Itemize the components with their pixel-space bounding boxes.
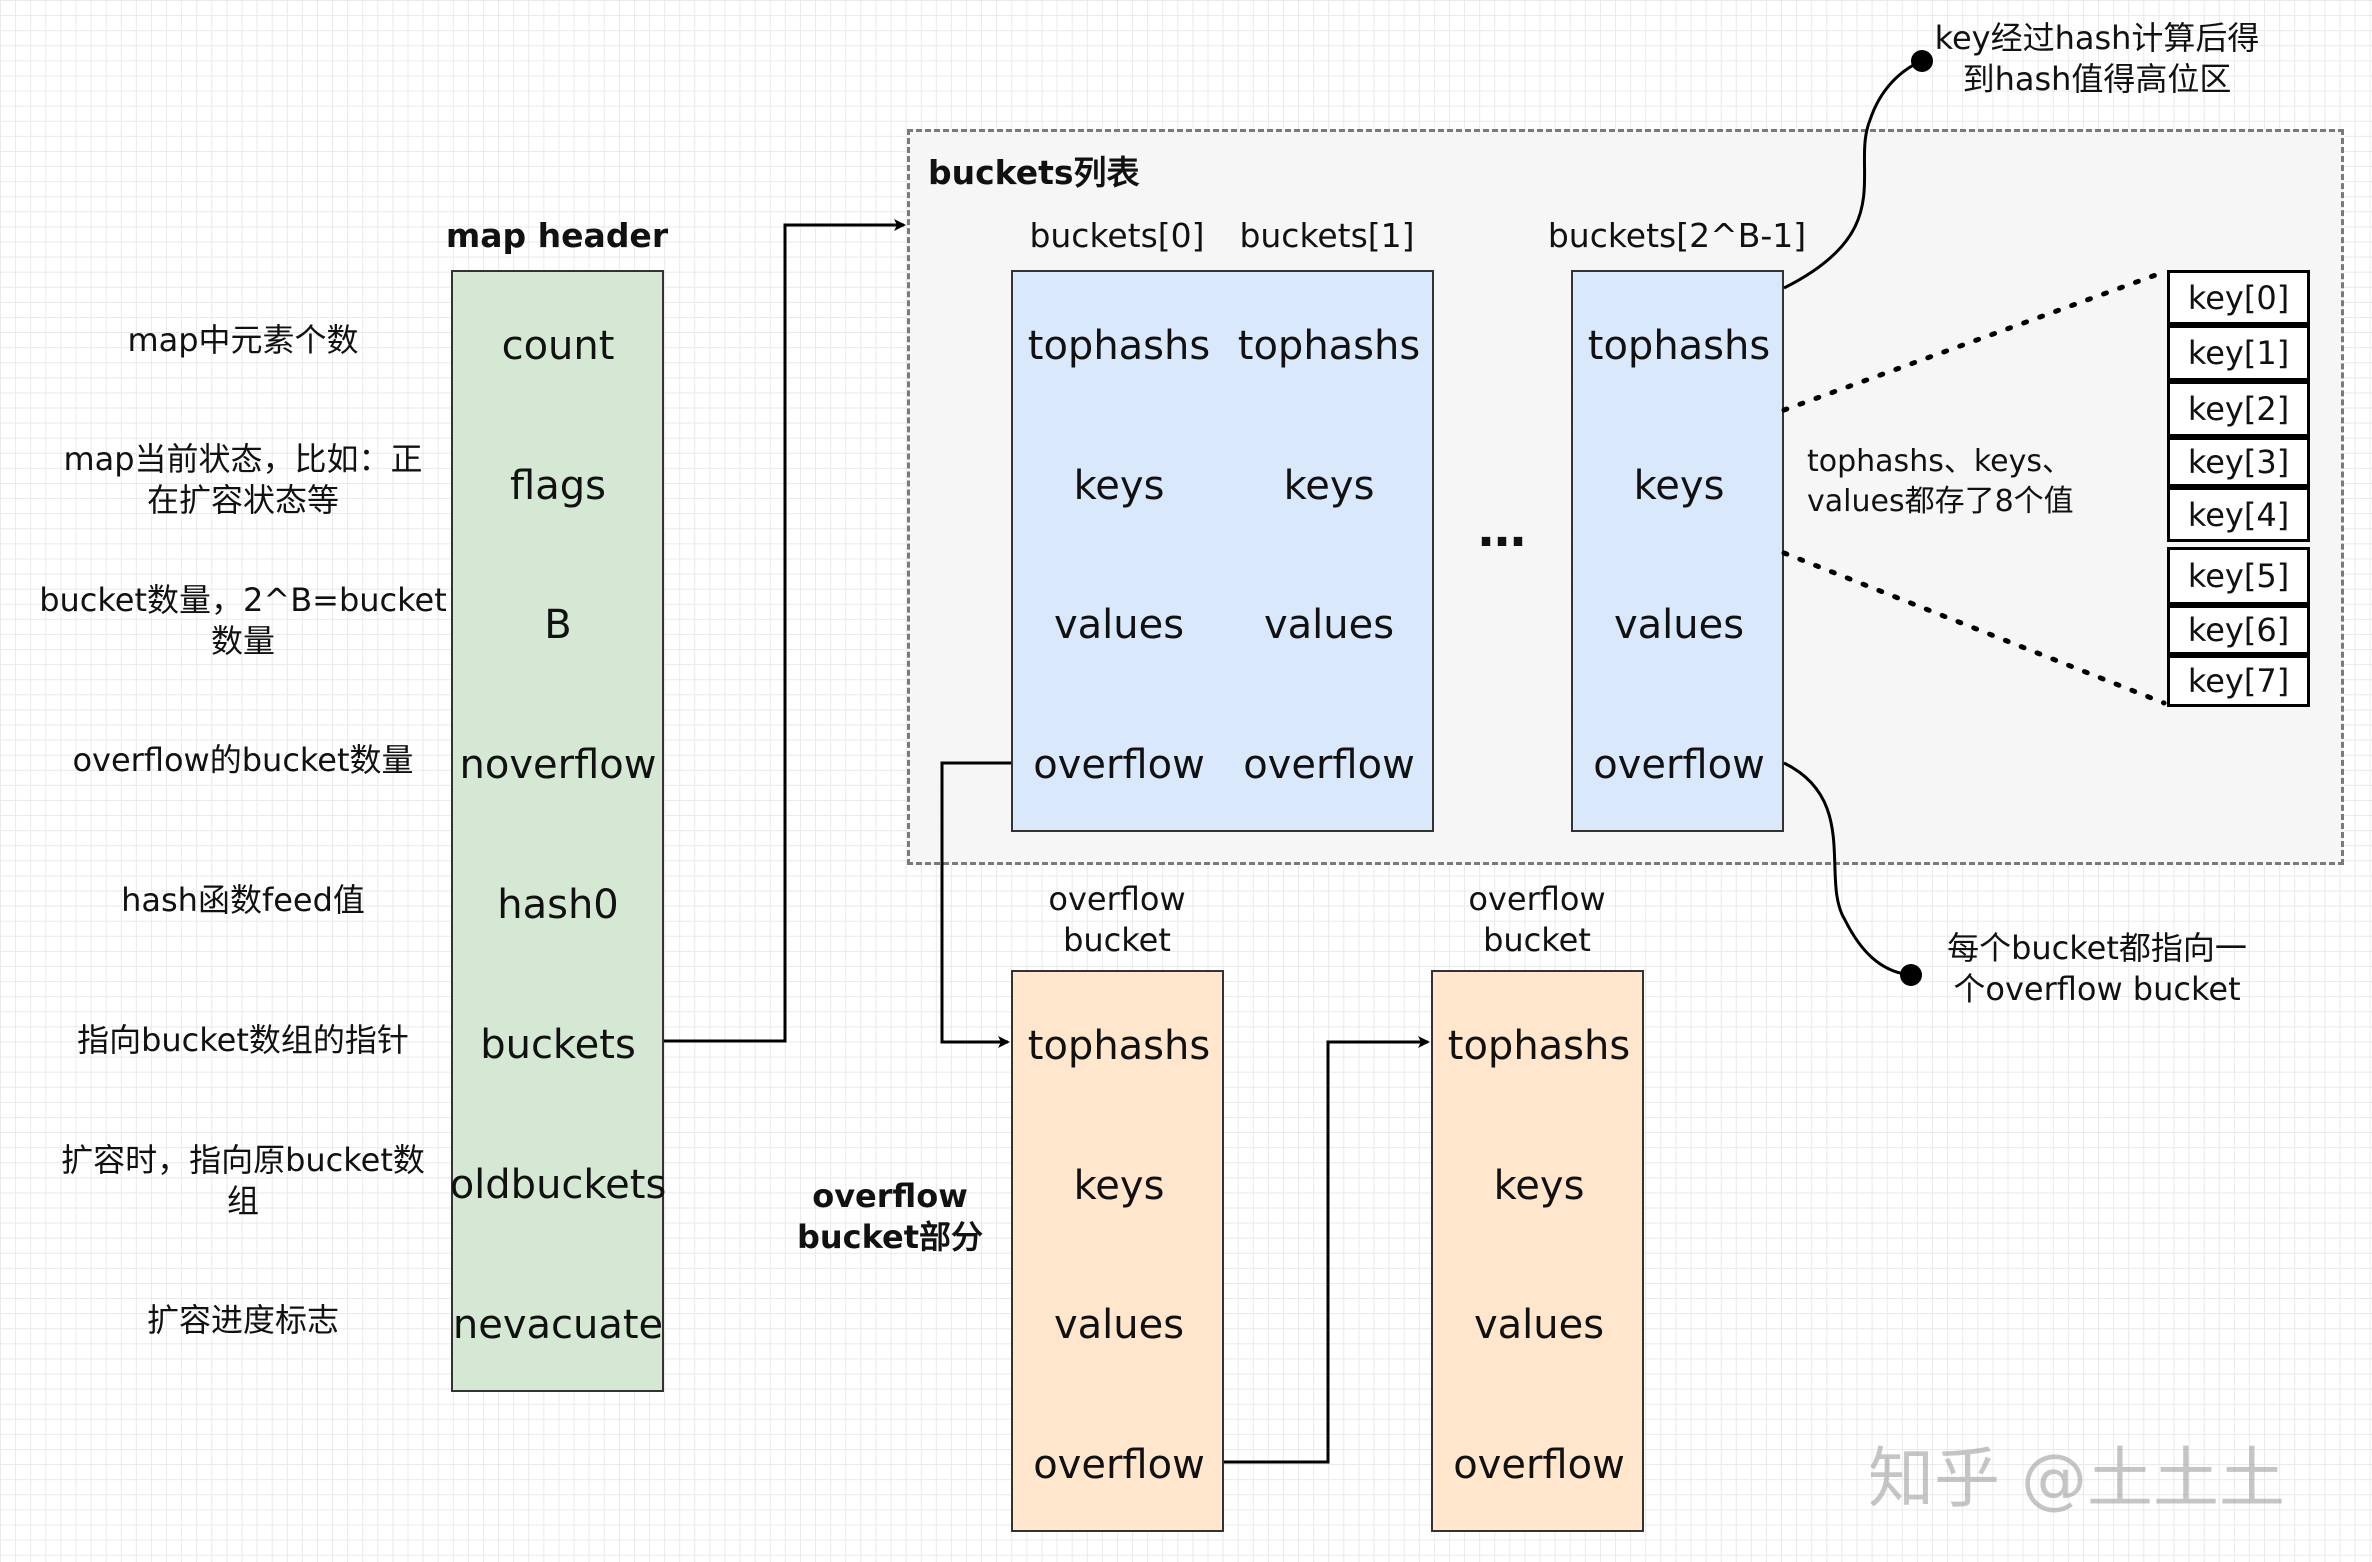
ob1-values: values — [1053, 1302, 1185, 1348]
annotation-b: bucket数量，2^B=bucket 数量 — [39, 581, 447, 660]
bl-values: values — [1613, 602, 1745, 648]
bucket-header-last: buckets[2^B-1] — [1547, 216, 1807, 255]
key-7: key[7] — [2167, 655, 2310, 707]
annotation-flags: map当前状态，比如：正 在扩容状态等 — [63, 440, 423, 519]
b1-values: values — [1263, 602, 1395, 648]
bl-keys: keys — [1633, 463, 1725, 509]
overflow-bucket-label-1: overflow bucket — [1048, 880, 1186, 959]
map-header-title: map header — [445, 216, 669, 255]
b0-values: values — [1053, 602, 1185, 648]
key-1: key[1] — [2167, 325, 2310, 381]
curve-hash-callout — [1783, 59, 1923, 290]
hash-callout: key经过hash计算后得 到hash值得高位区 — [1934, 19, 2260, 98]
ob1-keys: keys — [1073, 1163, 1165, 1209]
ob1-overflow: overflow — [1033, 1442, 1205, 1488]
buckets-0-1-box: tophashs keys values overflow tophashs k… — [1011, 270, 1434, 832]
overflow-section-title: overflow bucket部分 — [796, 1177, 984, 1256]
arrow-b0-overflow — [940, 761, 1011, 1048]
key-3: key[3] — [2167, 437, 2310, 487]
buckets-ellipsis: … — [1478, 502, 1526, 558]
key-6: key[6] — [2167, 605, 2310, 655]
bl-overflow: overflow — [1593, 742, 1765, 788]
dotted-lower — [1781, 550, 2167, 706]
dotted-upper — [1781, 269, 2167, 413]
arrow-ob1-to-ob2 — [1224, 1036, 1430, 1464]
dot-hash-callout — [1911, 50, 1933, 72]
ob2-keys: keys — [1493, 1163, 1585, 1209]
overflow-bucket-label-2: overflow bucket — [1468, 880, 1606, 959]
ob1-tophashs: tophashs — [1027, 1023, 1211, 1069]
overflow-callout: 每个bucket都指向一 个overflow bucket — [1947, 929, 2247, 1008]
key-4: key[4] — [2167, 487, 2310, 542]
b1-overflow: overflow — [1243, 742, 1415, 788]
b1-tophashs: tophashs — [1237, 323, 1421, 369]
field-hash0: hash0 — [497, 882, 619, 928]
annotation-noverflow: overflow的bucket数量 — [72, 741, 414, 779]
annotation-buckets: 指向bucket数组的指针 — [77, 1021, 409, 1059]
field-nevacuate: nevacuate — [452, 1302, 664, 1348]
bucket-header-1: buckets[1] — [1239, 216, 1415, 255]
overflow-bucket-1: tophashs keys values overflow — [1011, 970, 1224, 1532]
watermark: 知乎 @土土土 — [1868, 1440, 2285, 1517]
annotation-nevacuate: 扩容进度标志 — [146, 1301, 340, 1339]
buckets-list-title: buckets列表 — [928, 153, 1140, 192]
overflow-bucket-2: tophashs keys values overflow — [1431, 970, 1644, 1532]
key-0: key[0] — [2167, 270, 2310, 325]
ob2-overflow: overflow — [1453, 1442, 1625, 1488]
annotation-hash0: hash函数feed值 — [121, 881, 365, 919]
field-flags: flags — [510, 463, 606, 509]
field-buckets: buckets — [480, 1022, 636, 1068]
b1-keys: keys — [1283, 463, 1375, 509]
ob2-tophashs: tophashs — [1447, 1023, 1631, 1069]
ob2-values: values — [1473, 1302, 1605, 1348]
eight-values-note: tophashs、keys、 values都存了8个值 — [1807, 444, 2074, 519]
bucket-header-0: buckets[0] — [1029, 216, 1205, 255]
bucket-last-box: tophashs keys values overflow — [1571, 270, 1784, 832]
annotation-oldbuckets: 扩容时，指向原bucket数 组 — [61, 1141, 425, 1220]
annotation-count: map中元素个数 — [127, 321, 359, 359]
b0-overflow: overflow — [1033, 742, 1205, 788]
arrow-buckets-to-list — [664, 219, 906, 1043]
dot-overflow-callout — [1900, 964, 1922, 986]
field-oldbuckets: oldbuckets — [449, 1162, 667, 1208]
key-5: key[5] — [2167, 547, 2310, 605]
field-noverflow: noverflow — [459, 742, 657, 788]
bl-tophashs: tophashs — [1587, 323, 1771, 369]
b0-tophashs: tophashs — [1027, 323, 1211, 369]
b0-keys: keys — [1073, 463, 1165, 509]
field-count: count — [501, 323, 615, 369]
key-2: key[2] — [2167, 381, 2310, 437]
map-header-box: count flags B noverflow hash0 buckets ol… — [449, 270, 667, 1392]
field-b: B — [544, 602, 572, 648]
curve-overflow-callout — [1783, 761, 1912, 977]
